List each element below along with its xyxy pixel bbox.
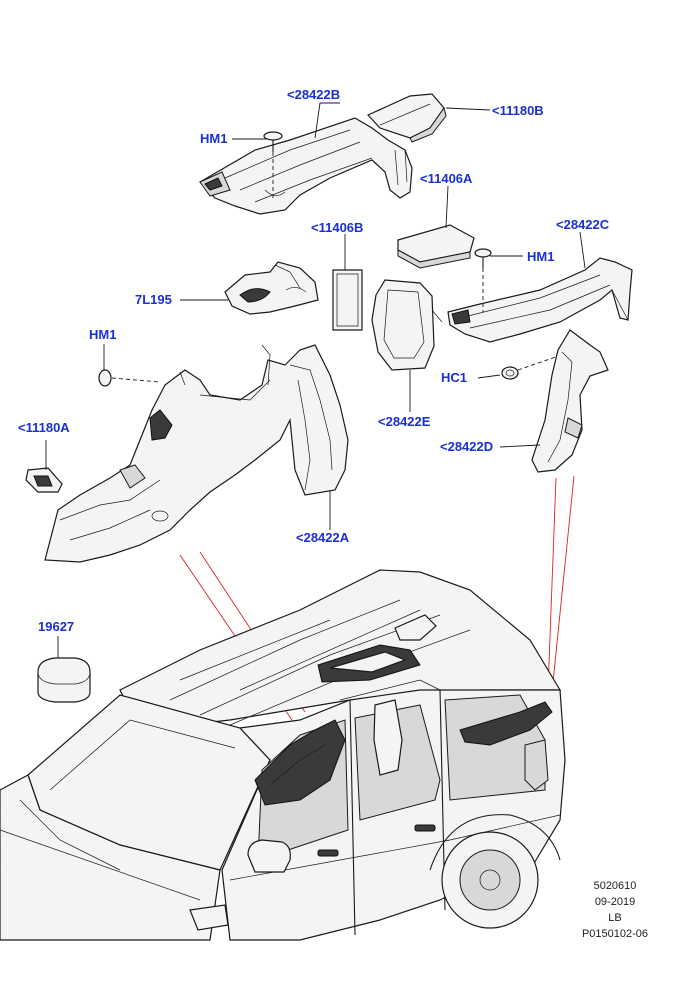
callout-hm1-top: HM1: [200, 131, 228, 146]
stamp-code: 5020610: [593, 880, 637, 892]
bracket-7l195: [224, 261, 319, 315]
stamp-region: LB: [608, 912, 622, 924]
callout-11406b: <11406B: [311, 220, 364, 235]
duct-28422c: [447, 257, 633, 343]
duct-28422b: [199, 117, 413, 215]
clip-hm1-top: [263, 131, 283, 200]
pad-11406b: [332, 269, 363, 331]
callout-11406a: <11406A: [420, 171, 473, 186]
callout-28422c: <28422C: [556, 217, 610, 232]
callout-hm1-right: HM1: [527, 249, 555, 264]
panel-main: [44, 344, 349, 563]
callout-19627: 19627: [38, 619, 75, 634]
stamp-ref: P0150102-06: [581, 928, 649, 940]
reference-stamp: 5020610 09-2019 LB P0150102-06: [560, 878, 670, 942]
duct-28422e: [371, 279, 443, 371]
stamp-date: 09-2019: [594, 896, 636, 908]
clip-hm1-left: [98, 369, 161, 387]
callout-28422b: <28422B: [287, 87, 341, 102]
cover-11180b: [366, 93, 447, 143]
callout-hm1-left: HM1: [89, 327, 117, 342]
part-19627: [37, 657, 91, 703]
pad-11406a: [397, 224, 475, 269]
callout-28422e: <28422E: [378, 414, 431, 429]
callout-28422d: <28422D: [440, 439, 494, 454]
part-11180a: [25, 467, 63, 493]
trim-28422d: [531, 329, 609, 473]
callout-11180b: <11180B: [492, 103, 544, 118]
callout-7l195: 7L195: [135, 292, 172, 307]
installed-parts: [254, 614, 553, 806]
clip-hm1-right: [474, 248, 492, 312]
leader-lines: [45, 102, 586, 658]
callout-11180a: <11180A: [18, 420, 70, 435]
callout-28422a: <28422A: [296, 530, 350, 545]
callout-hc1: HC1: [441, 370, 468, 385]
